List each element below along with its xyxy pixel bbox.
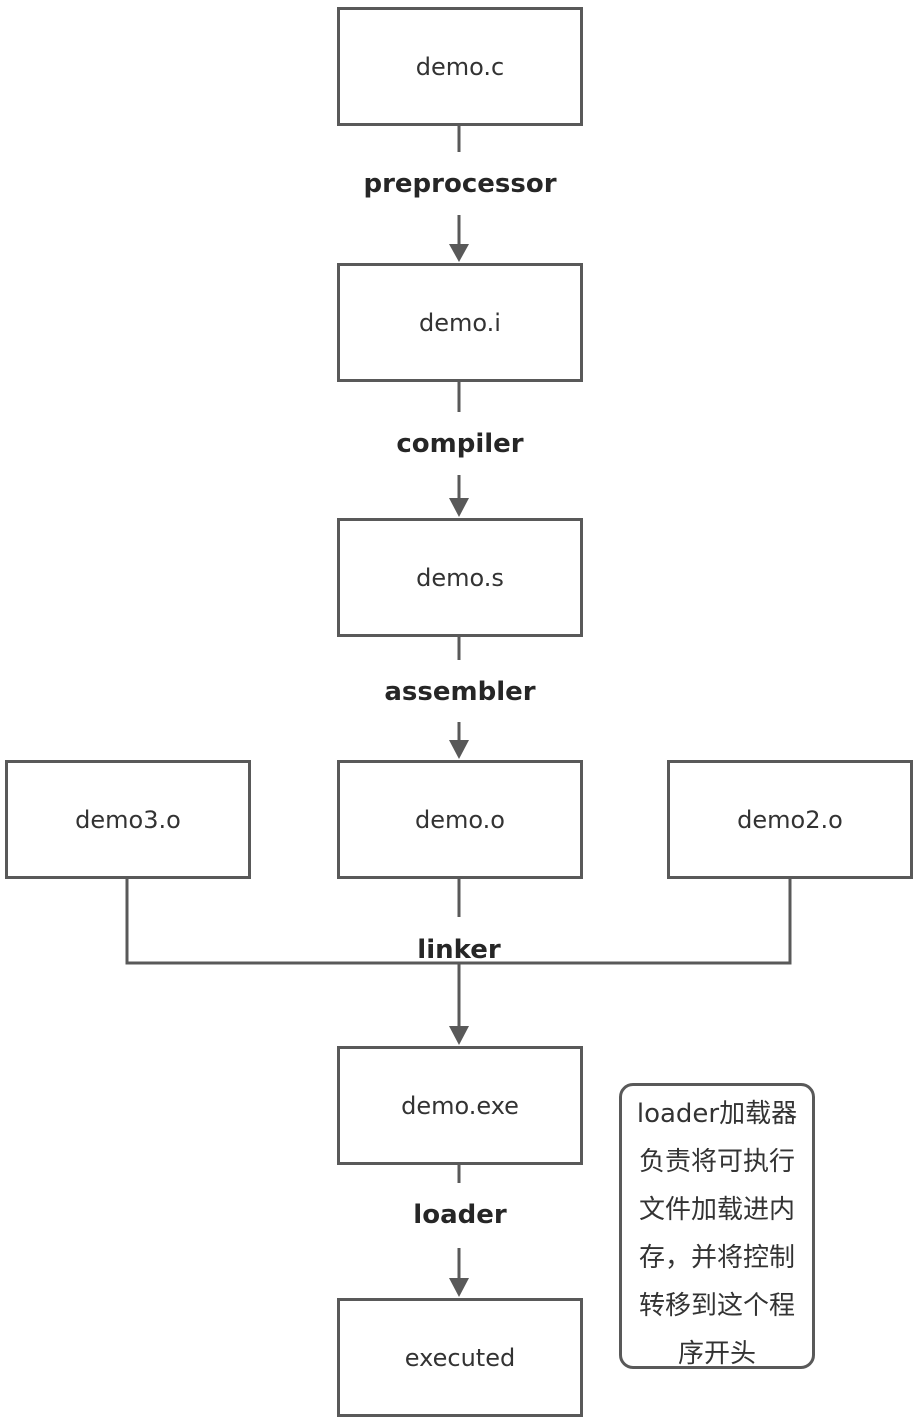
node-demo2-o-label: demo2.o	[737, 805, 843, 834]
node-executed: executed	[337, 1298, 583, 1417]
edge-demo3-to-linker	[125, 879, 459, 965]
arrowhead-demo-s	[449, 498, 469, 517]
node-demo-i-label: demo.i	[419, 308, 501, 337]
node-demo-c: demo.c	[337, 7, 583, 126]
stage-linker-label: linker	[417, 935, 501, 965]
node-demo-exe-label: demo.exe	[401, 1091, 519, 1120]
node-demo-o-label: demo.o	[415, 805, 505, 834]
node-demo-c-label: demo.c	[415, 52, 505, 81]
node-demo-s-label: demo.s	[416, 563, 504, 592]
node-demo3-o: demo3.o	[5, 760, 251, 879]
loader-note-text: loader加载器负责将可执行文件加载进内存，并将控制转移到这个程序开头	[636, 1099, 798, 1369]
stage-preprocessor-label: preprocessor	[330, 167, 590, 201]
node-demo-s: demo.s	[337, 518, 583, 637]
node-demo-i: demo.i	[337, 263, 583, 382]
node-demo3-o-label: demo3.o	[75, 805, 181, 834]
node-demo2-o: demo2.o	[667, 760, 913, 879]
arrowhead-executed	[449, 1278, 469, 1297]
stage-assembler-label: assembler	[330, 675, 590, 709]
edge-demo2-to-linker	[459, 879, 792, 965]
loader-note: loader加载器负责将可执行文件加载进内存，并将控制转移到这个程序开头	[619, 1083, 815, 1369]
stage-loader-label: loader	[330, 1198, 590, 1232]
stage-compiler-label: compiler	[330, 427, 590, 461]
arrowhead-demo-o	[449, 740, 469, 759]
node-demo-o: demo.o	[337, 760, 583, 879]
arrowhead-demo-i	[449, 244, 469, 262]
node-demo-exe: demo.exe	[337, 1046, 583, 1165]
node-executed-label: executed	[404, 1343, 516, 1372]
arrowhead-demo-exe	[449, 1026, 469, 1045]
